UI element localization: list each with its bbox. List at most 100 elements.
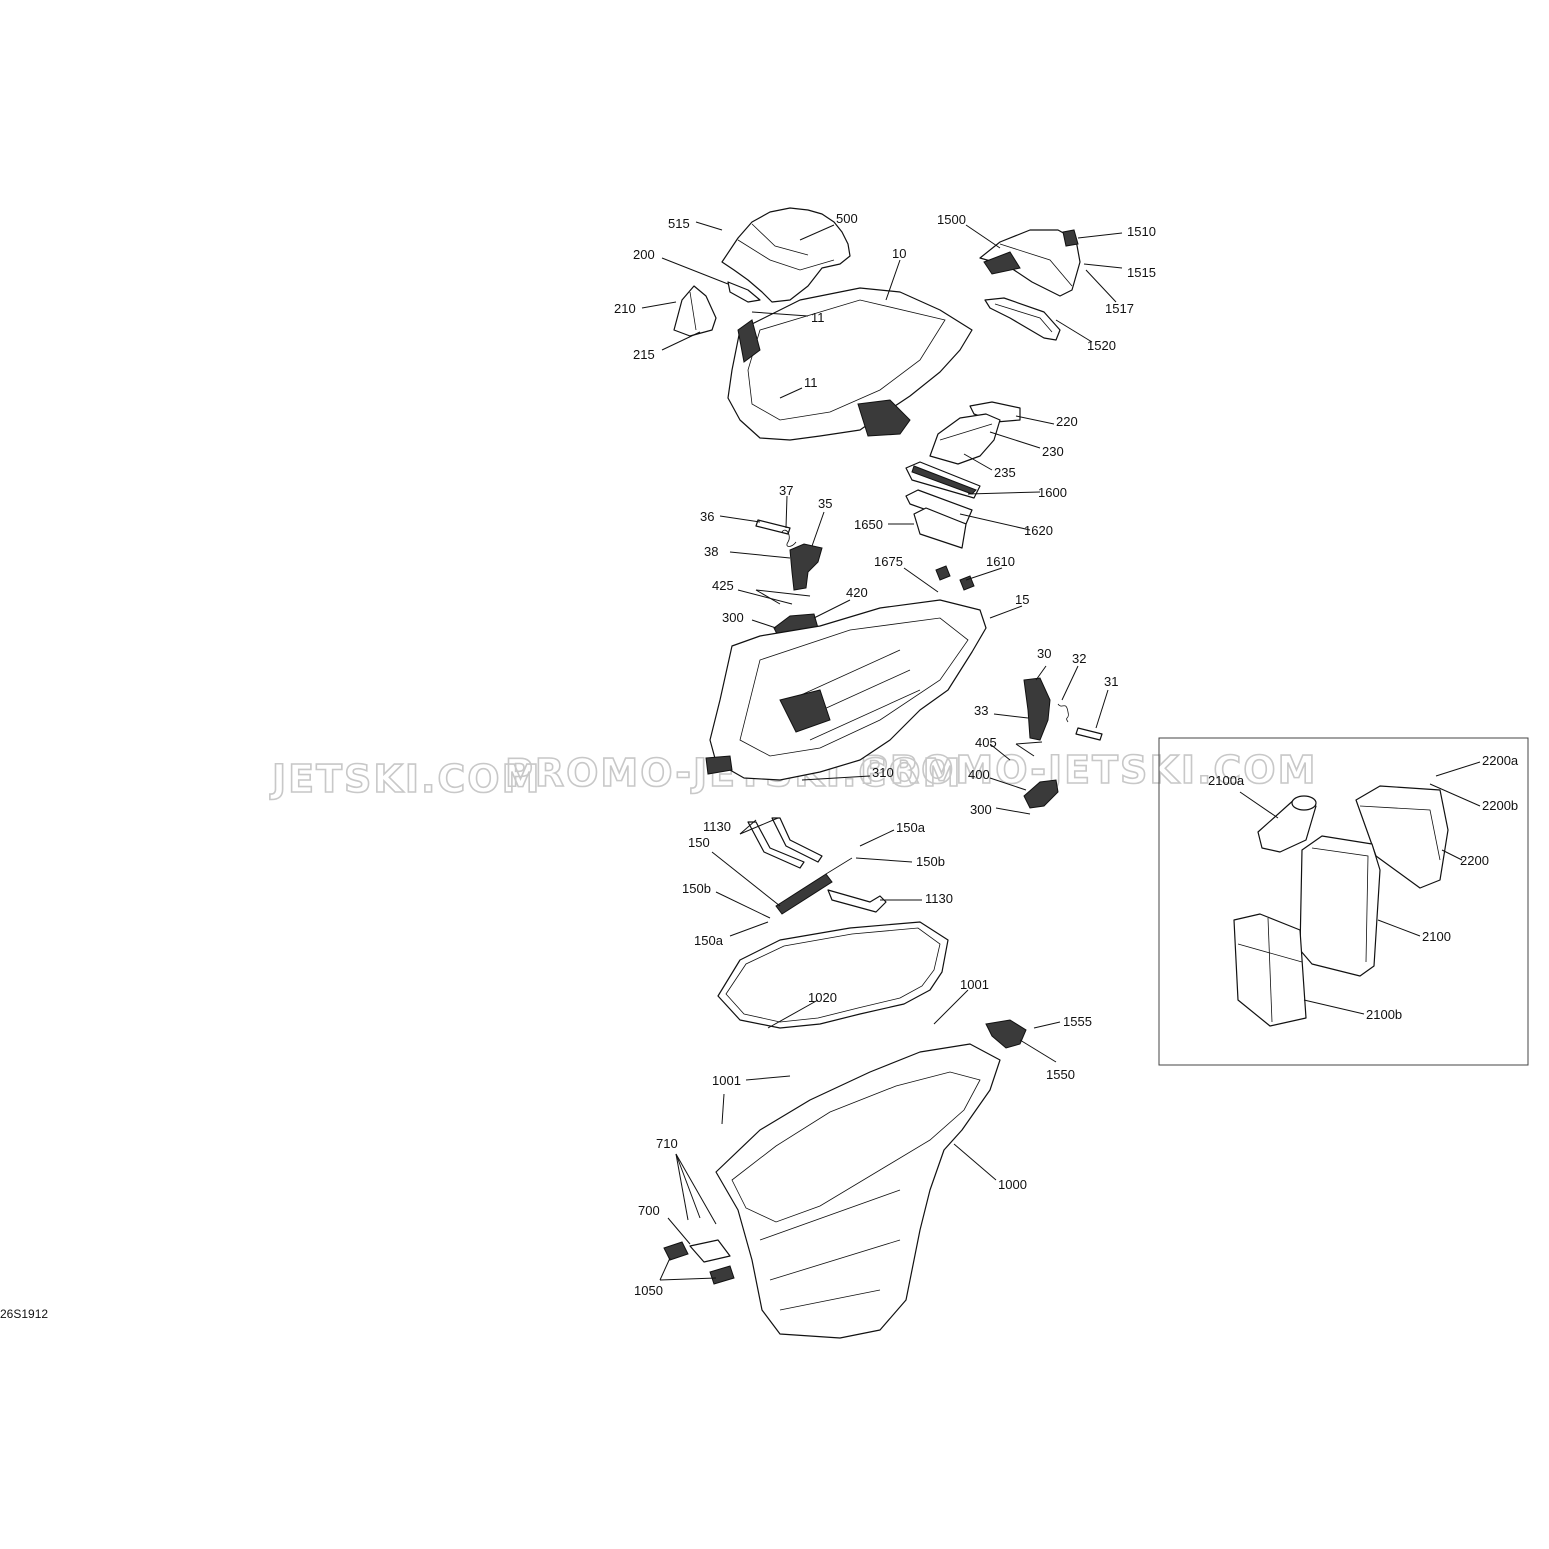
- part-seal-1520: [984, 297, 1061, 341]
- callout-label: 230: [1042, 444, 1064, 459]
- part-cover-230: [929, 413, 1001, 465]
- callout-label: 1050: [634, 1283, 663, 1298]
- part-filter-cup-2100a: [1257, 795, 1317, 853]
- callout-label: 1130: [703, 819, 731, 834]
- callout-label: 1500: [937, 212, 966, 227]
- part-filter-element-2100: [1299, 835, 1381, 977]
- callout-label: 220: [1056, 414, 1078, 429]
- callout-label: 36: [700, 509, 714, 524]
- part-hinge-1550: [985, 1019, 1027, 1049]
- leader-lines: [641, 221, 1481, 1281]
- callout-label: 1600: [1038, 485, 1067, 500]
- callout-label: 1001: [712, 1073, 741, 1088]
- part-hinge-1510: [1062, 229, 1079, 247]
- callout-label: 11: [804, 375, 818, 390]
- part-clips-1610: [935, 565, 975, 591]
- callout-label: 1520: [1087, 338, 1116, 353]
- part-spring-32: [1057, 703, 1069, 723]
- callout-label: 1517: [1105, 301, 1134, 316]
- part-storage-bin-15: [705, 599, 987, 781]
- callout-label: 37: [779, 483, 793, 498]
- callout-label: 33: [974, 703, 988, 718]
- callout-label: 2200a: [1482, 753, 1519, 768]
- part-front-cover-500: [721, 207, 851, 303]
- callout-label: 30: [1037, 646, 1051, 661]
- callout-label: 31: [1104, 674, 1118, 689]
- callout-label: 300: [970, 802, 992, 817]
- part-filter-1650: [913, 507, 967, 549]
- part-cover-210: [673, 285, 717, 337]
- callout-label: 32: [1072, 651, 1086, 666]
- inset-panel: [1158, 737, 1529, 1066]
- callout-label: 405: [975, 735, 997, 750]
- callout-label: 2100a: [1208, 773, 1245, 788]
- inset-frame: [1158, 737, 1529, 1066]
- callout-label: 210: [614, 301, 636, 316]
- part-bracket-400: [1023, 779, 1059, 809]
- callout-label: 235: [994, 465, 1016, 480]
- callout-label: 1555: [1063, 1014, 1092, 1029]
- callout-label: 1620: [1024, 523, 1053, 538]
- part-gasket-1620: [905, 489, 973, 525]
- part-glovebox-lid-1500: [979, 229, 1081, 297]
- callout-label: 150a: [694, 933, 724, 948]
- callout-label: 1001: [960, 977, 989, 992]
- part-filter-box-2200: [1355, 785, 1449, 889]
- callout-label: 500: [836, 211, 858, 226]
- part-latch-35: [789, 543, 823, 591]
- callout-label: 150b: [682, 881, 711, 896]
- drawing-code: 26S1912: [0, 1307, 48, 1321]
- part-spring-37: [781, 529, 797, 547]
- part-trim-200: [727, 281, 761, 303]
- part-seal-1020: [717, 921, 949, 1029]
- callout-label: 300: [722, 610, 744, 625]
- callout-label: 2100: [1422, 929, 1451, 944]
- callout-label: 400: [968, 767, 990, 782]
- callout-label: 710: [656, 1136, 678, 1151]
- callout-label: 1130: [925, 891, 953, 906]
- callout-label: 10: [892, 246, 906, 261]
- part-grab-handle-150: [775, 857, 853, 915]
- callout-label: 1550: [1046, 1067, 1075, 1082]
- callout-label: 2200: [1460, 853, 1489, 868]
- part-strap-1130b: [827, 889, 887, 913]
- part-bracket-700: [689, 1239, 731, 1263]
- callout-label: 420: [846, 585, 868, 600]
- callout-label: 1515: [1127, 265, 1156, 280]
- callout-label: 1000: [998, 1177, 1027, 1192]
- part-top-deck-10: [727, 287, 973, 441]
- part-storage-tub-1000: [715, 1043, 1001, 1339]
- callout-label: 700: [638, 1203, 660, 1218]
- callout-label: 310: [872, 765, 894, 780]
- part-pin-36: [755, 519, 791, 535]
- callout-label: 1610: [986, 554, 1015, 569]
- part-filter-cover-1600: [905, 461, 981, 499]
- part-pin-31: [1075, 727, 1103, 741]
- callout-label: 11: [811, 310, 825, 325]
- callout-label: 2100b: [1366, 1007, 1402, 1022]
- watermark-text-1: JETSKI.COM: [269, 757, 541, 801]
- part-clips-1050: [663, 1241, 735, 1285]
- callout-label: 200: [633, 247, 655, 262]
- part-filter-screen-2100b: [1233, 913, 1307, 1027]
- callout-label: 1650: [854, 517, 883, 532]
- part-strap-1130a: [747, 817, 823, 869]
- callout-label: 425: [712, 578, 734, 593]
- callout-label: 150b: [916, 854, 945, 869]
- callout-label: 515: [668, 216, 690, 231]
- callout-label: 35: [818, 496, 832, 511]
- callout-label: 15: [1015, 592, 1029, 607]
- part-latch-30: [1023, 677, 1051, 741]
- callout-label: 1675: [874, 554, 903, 569]
- callout-label: 215: [633, 347, 655, 362]
- watermark-text-3: PROMO-JETSKI.COM: [860, 748, 1317, 792]
- callout-label: 1510: [1127, 224, 1156, 239]
- callout-label: 2200b: [1482, 798, 1518, 813]
- callout-label: 38: [704, 544, 718, 559]
- callout-labels: 515 500 1500 1510 200 10 1515 210 11 151…: [614, 211, 1519, 1298]
- callout-label: 150a: [896, 820, 926, 835]
- callout-label: 1020: [808, 990, 837, 1005]
- callout-label: 150: [688, 835, 710, 850]
